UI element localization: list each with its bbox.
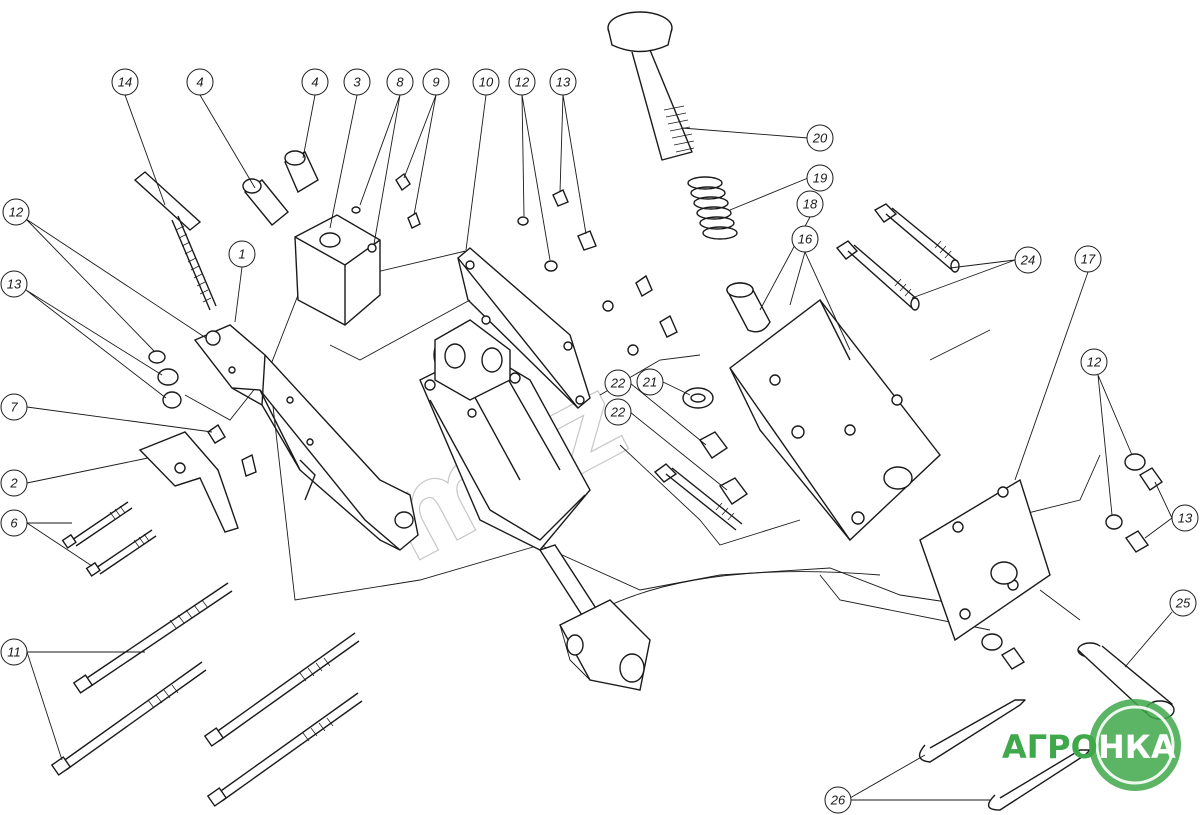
part-14-rod [133,171,217,311]
part-4-fittings [242,150,319,226]
callout-7: 7 [10,400,18,415]
part-22-bolt [653,463,743,531]
callout-19: 19 [813,171,827,186]
long-bolt-a [72,582,233,694]
callout-1: 1 [238,247,245,262]
callout-18: 18 [803,197,818,212]
part-1-bracket [193,324,419,551]
callout-6: 6 [10,516,18,531]
callout-25: 25 [1175,596,1191,611]
callout-8: 8 [396,75,404,90]
callout-12-left: 12 [9,205,24,220]
callouts: 14 4 4 3 8 9 10 12 13 20 19 18 [0,68,1199,814]
part-6-bolts [61,501,157,577]
logo-ring [1089,699,1181,791]
part-11-bolts [50,582,363,807]
logo-text-right: НКА [1098,728,1176,766]
part-20-bolt [607,11,695,161]
callout-20: 20 [812,131,828,146]
callout-2: 2 [9,476,18,491]
callout-14: 14 [118,75,132,90]
part-24-bolts [835,203,960,311]
part-2-bracket [138,431,239,533]
callout-9: 9 [432,75,439,90]
part-3-block [294,214,381,326]
callout-4b: 4 [311,75,318,90]
long-bolt-b [50,661,207,776]
central-lever-mechanism [419,319,651,691]
part-10-bracket [457,247,591,409]
callout-13-right: 13 [1178,511,1193,526]
callout-3: 3 [353,75,361,90]
part-17-plate [919,478,1051,642]
callout-17: 17 [1081,252,1096,267]
assembly-guide-lines [184,249,1101,631]
callout-13-left: 13 [7,277,22,292]
part-19-spring [687,176,738,240]
callout-11: 11 [7,645,21,660]
agronka-logo: АГРО НКА [1002,699,1181,791]
callout-10: 10 [479,75,494,90]
callout-12-right: 12 [1087,355,1102,370]
part-18-bushing [726,282,771,333]
callout-22a: 22 [610,376,626,391]
logo-text-left: АГРО [1002,728,1098,766]
part-16-bracket [729,299,941,542]
callout-21: 21 [642,375,657,390]
long-bolt-d [206,692,363,807]
callout-4a: 4 [196,75,203,90]
part-26-clips [918,699,1091,811]
callout-13-top: 13 [556,75,571,90]
callout-24: 24 [1020,253,1035,268]
callout-26: 26 [830,793,846,808]
callout-12-top: 12 [515,75,530,90]
callout-22b: 22 [610,405,626,420]
long-bolt-c [203,632,360,747]
callout-16: 16 [798,232,813,247]
washers-and-nuts [148,172,1163,670]
